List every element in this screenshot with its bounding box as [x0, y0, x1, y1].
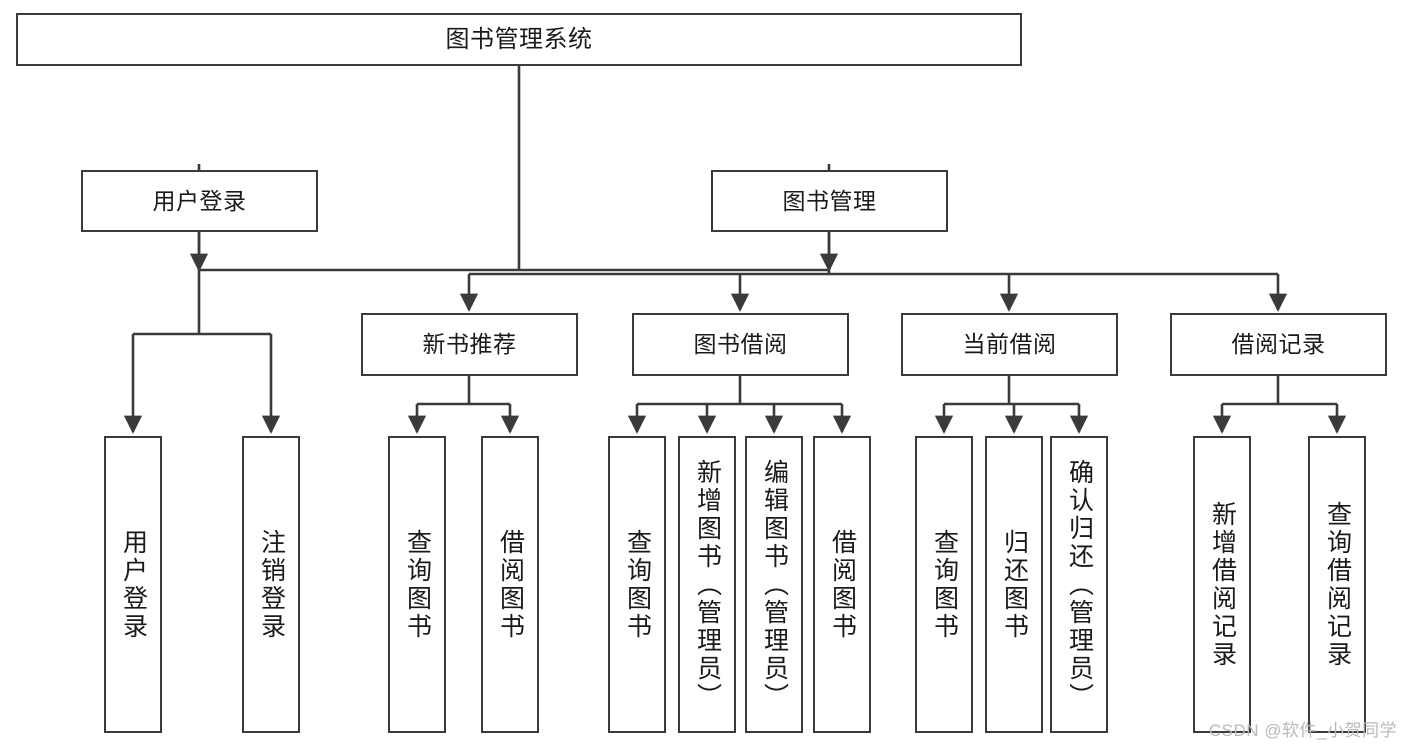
leaf-query-book-2[interactable]: 查询图书 — [608, 436, 666, 733]
leaf-query-book-3-label: 查询图书 — [930, 528, 959, 641]
leaf-return-book[interactable]: 归还图书 — [985, 436, 1043, 733]
leaf-add-book[interactable]: 新增图书（管理员） — [678, 436, 736, 733]
leaf-return-book-label: 归还图书 — [1000, 528, 1029, 641]
node-user-login-label: 用户登录 — [152, 187, 247, 214]
leaf-borrow-book-1[interactable]: 借阅图书 — [481, 436, 539, 733]
node-book-borrow-label: 图书借阅 — [693, 331, 788, 358]
leaf-add-record-label: 新增借阅记录 — [1208, 500, 1237, 669]
leaf-query-record-label: 查询借阅记录 — [1323, 500, 1352, 669]
leaf-add-record[interactable]: 新增借阅记录 — [1193, 436, 1251, 733]
leaf-query-book-1[interactable]: 查询图书 — [388, 436, 446, 733]
leaf-borrow-book-2[interactable]: 借阅图书 — [813, 436, 871, 733]
leaf-add-book-label: 新增图书（管理员） — [693, 458, 722, 711]
node-book-manage[interactable]: 图书管理 — [711, 170, 948, 232]
leaf-edit-book[interactable]: 编辑图书（管理员） — [745, 436, 803, 733]
leaf-query-book-2-label: 查询图书 — [623, 528, 652, 641]
leaf-user-login-label: 用户登录 — [119, 528, 148, 641]
node-book-borrow[interactable]: 图书借阅 — [632, 313, 849, 376]
leaf-query-book-3[interactable]: 查询图书 — [915, 436, 973, 733]
leaf-confirm-return[interactable]: 确认归还（管理员） — [1050, 436, 1108, 733]
leaf-user-logout[interactable]: 注销登录 — [242, 436, 300, 733]
leaf-borrow-book-1-label: 借阅图书 — [496, 528, 525, 641]
leaf-query-book-1-label: 查询图书 — [403, 528, 432, 641]
node-borrow-record-label: 借阅记录 — [1231, 331, 1326, 358]
csdn-watermark: CSDN @软件_小贺同学 — [1208, 721, 1397, 740]
node-borrow-record[interactable]: 借阅记录 — [1170, 313, 1387, 376]
leaf-borrow-book-2-label: 借阅图书 — [828, 528, 857, 641]
node-root-label: 图书管理系统 — [445, 25, 593, 53]
leaf-confirm-return-label: 确认归还（管理员） — [1065, 458, 1094, 711]
leaf-edit-book-label: 编辑图书（管理员） — [760, 458, 789, 711]
leaf-query-record[interactable]: 查询借阅记录 — [1308, 436, 1366, 733]
node-book-manage-label: 图书管理 — [782, 187, 877, 214]
node-new-book-rec-label: 新书推荐 — [422, 331, 517, 358]
node-current-borrow-label: 当前借阅 — [962, 331, 1057, 358]
leaf-user-logout-label: 注销登录 — [257, 528, 286, 641]
node-user-login[interactable]: 用户登录 — [81, 170, 318, 232]
node-new-book-rec[interactable]: 新书推荐 — [361, 313, 578, 376]
leaf-user-login[interactable]: 用户登录 — [104, 436, 162, 733]
node-root[interactable]: 图书管理系统 — [16, 13, 1022, 66]
node-current-borrow[interactable]: 当前借阅 — [901, 313, 1118, 376]
